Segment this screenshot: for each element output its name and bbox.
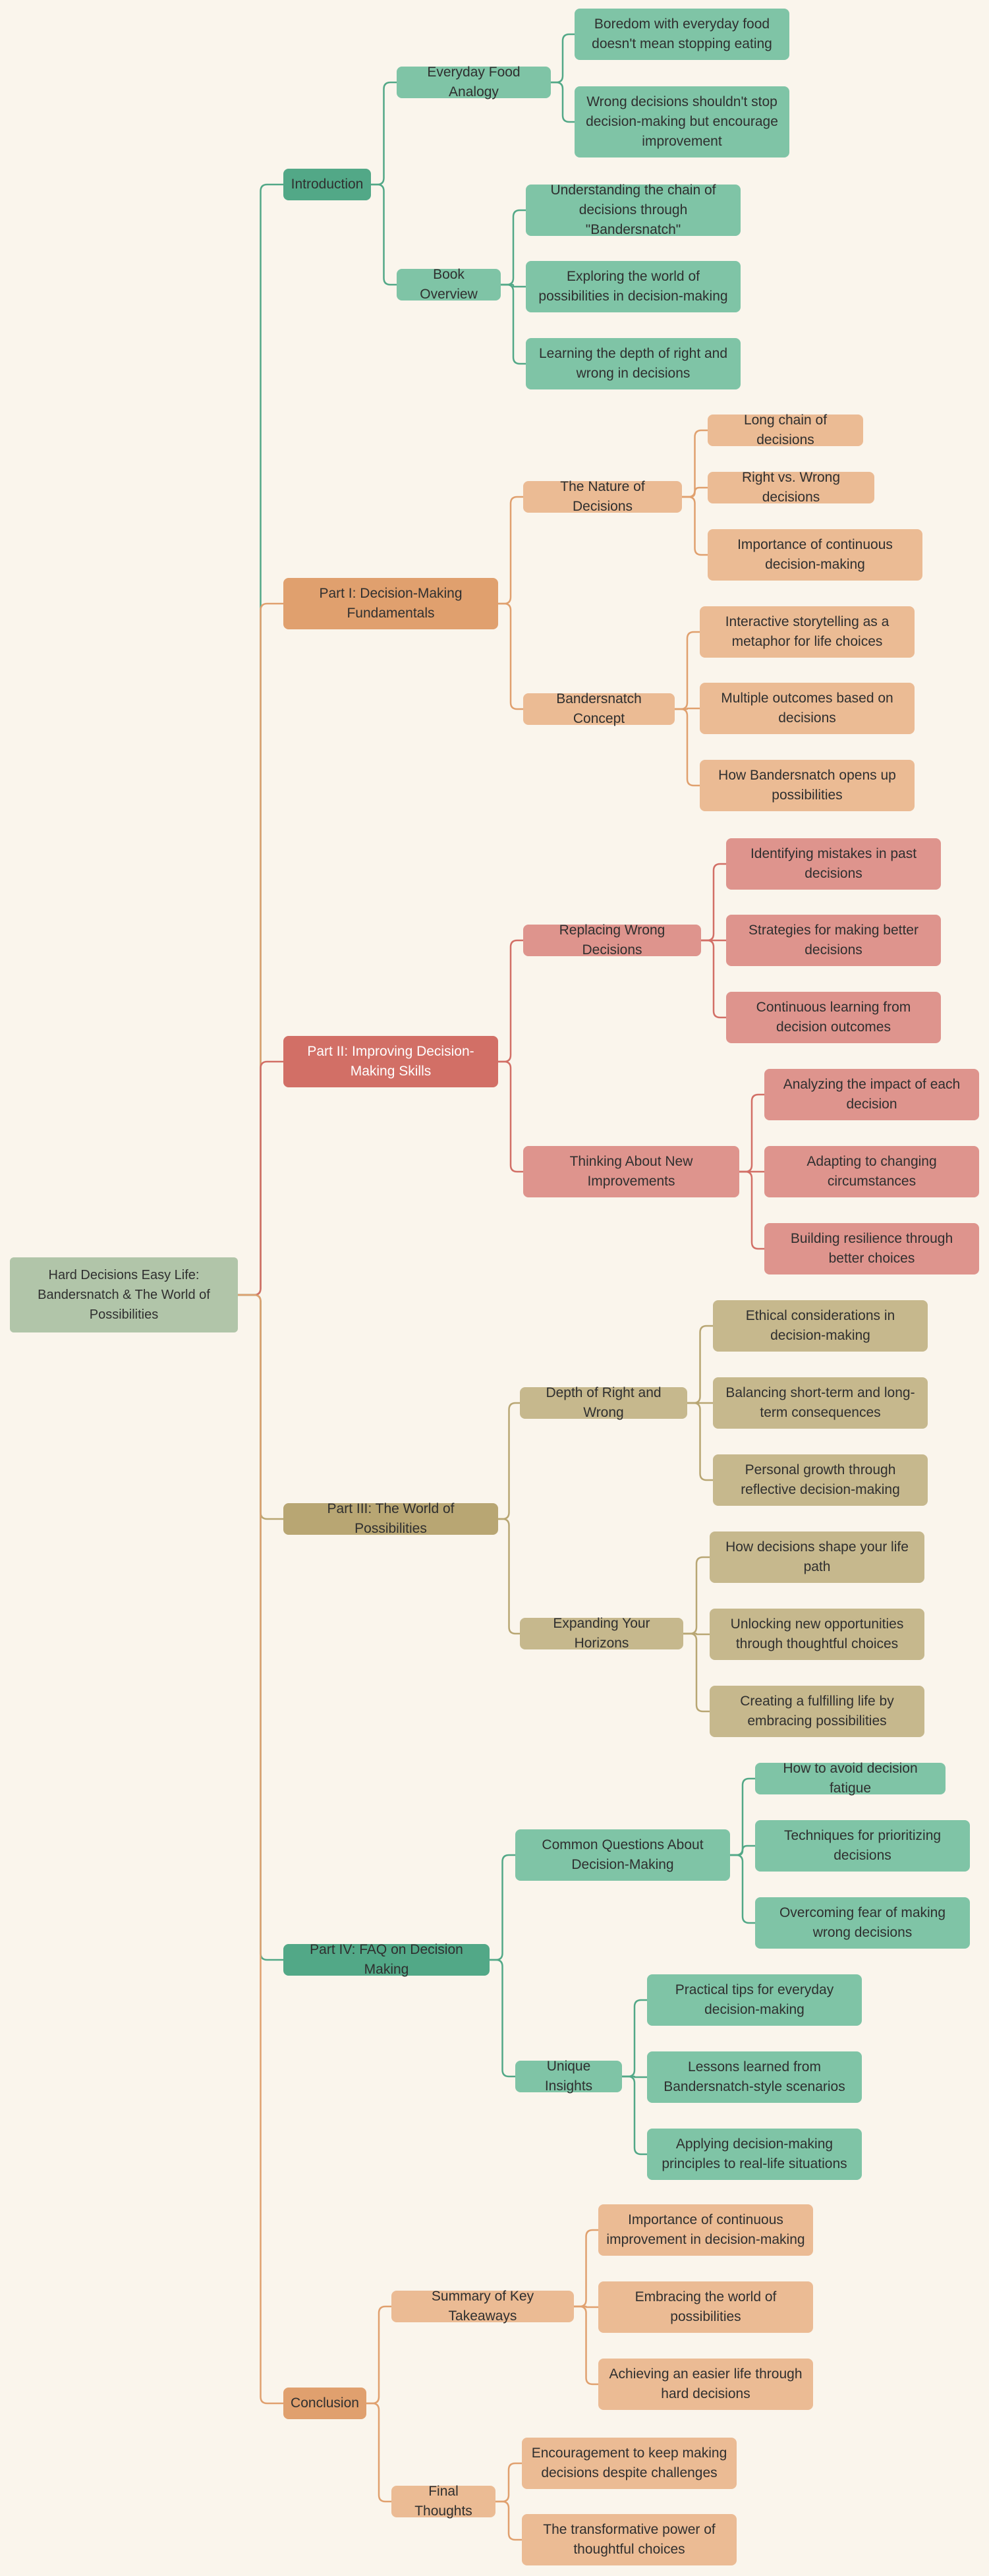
connector-sub-2-0 (498, 939, 523, 1063)
connector-leaf-1-1-1 (675, 707, 700, 710)
leaf-how-to-avoid-decision-fatigue: How to avoid decision fatigue (755, 1761, 946, 1796)
connector-leaf-1-1-2 (675, 708, 700, 787)
connector-leaf-1-1-0 (675, 631, 700, 710)
leaf-learning-the-depth-of-right-and-wrong-in-decisio: Learning the depth of right and wrong in… (526, 338, 741, 389)
connector-sub-3-1 (498, 1518, 520, 1635)
connector-sub-1-0 (498, 496, 523, 605)
connector-sub-0-1 (371, 183, 397, 286)
subtopic-summary-of-key-takeaways: Summary of Key Takeaways (391, 2289, 574, 2324)
leaf-multiple-outcomes-based-on-decisions: Multiple outcomes based on decisions (700, 683, 915, 734)
subtopic-expanding-your-horizons: Expanding Your Horizons (520, 1616, 683, 1651)
leaf-creating-a-fulfilling-life-by-embracing-possibil: Creating a fulfilling life by embracing … (710, 1686, 924, 1737)
subtopic-thinking-about-new-improvements: Thinking About New Improvements (523, 1146, 739, 1197)
leaf-how-decisions-shape-your-life-path: How decisions shape your life path (710, 1531, 924, 1583)
connector-leaf-4-1-1 (622, 2075, 647, 2078)
leaf-importance-of-continuous-decision-making: Importance of continuous decision-making (708, 529, 922, 581)
leaf-balancing-short-term-and-long-term-consequences: Balancing short-term and long-term conse… (713, 1377, 928, 1429)
connector-leaf-0-1-0 (501, 209, 526, 286)
leaf-applying-decision-making-principles-to-real-life: Applying decision-making principles to r… (647, 2129, 862, 2180)
subtopic-replacing-wrong-decisions: Replacing Wrong Decisions (523, 923, 701, 958)
leaf-achieving-an-easier-life-through-hard-decisions: Achieving an easier life through hard de… (598, 2359, 813, 2410)
connector-sub-5-1 (366, 2402, 391, 2503)
leaf-boredom-with-everyday-food-doesn-t-mean-stopping: Boredom with everyday food doesn't mean … (575, 9, 789, 60)
leaf-understanding-the-chain-of-decisions-through-ban: Understanding the chain of decisions thr… (526, 183, 741, 237)
branch-conclusion: Conclusion (283, 2388, 366, 2419)
connector-sub-3-0 (498, 1402, 520, 1520)
connector-sub-0-0 (371, 81, 397, 186)
connector-leaf-2-0-2 (701, 939, 726, 1019)
connector-sub-5-0 (366, 2305, 391, 2405)
branch-introduction: Introduction (283, 169, 371, 200)
connector-leaf-4-0-1 (730, 1845, 755, 1856)
subtopic-everyday-food-analogy: Everyday Food Analogy (397, 65, 551, 100)
connector-leaf-4-1-0 (622, 1999, 647, 2078)
leaf-strategies-for-making-better-decisions: Strategies for making better decisions (726, 915, 941, 966)
connector-leaf-5-0-0 (574, 2229, 598, 2308)
root-node: Hard Decisions Easy Life: Bandersnatch &… (10, 1257, 238, 1332)
connector-branch-2 (238, 1060, 283, 1296)
subtopic-the-nature-of-decisions: The Nature of Decisions (523, 479, 682, 514)
connector-leaf-5-1-1 (495, 2500, 522, 2541)
leaf-importance-of-continuous-improvement-in-decision: Importance of continuous improvement in … (598, 2204, 813, 2256)
leaf-practical-tips-for-everyday-decision-making: Practical tips for everyday decision-mak… (647, 1974, 862, 2026)
leaf-adapting-to-changing-circumstances: Adapting to changing circumstances (764, 1146, 979, 1197)
leaf-encouragement-to-keep-making-decisions-despite-c: Encouragement to keep making decisions d… (522, 2438, 737, 2489)
subtopic-common-questions-about-decision-making: Common Questions About Decision-Making (515, 1829, 730, 1881)
connector-leaf-3-0-0 (687, 1325, 713, 1404)
connector-leaf-5-1-0 (495, 2462, 522, 2503)
connector-leaf-1-0-2 (682, 496, 708, 556)
leaf-overcoming-fear-of-making-wrong-decisions: Overcoming fear of making wrong decision… (755, 1897, 970, 1949)
subtopic-final-thoughts: Final Thoughts (391, 2484, 495, 2519)
connector-leaf-3-1-0 (683, 1556, 710, 1635)
leaf-building-resilience-through-better-choices: Building resilience through better choic… (764, 1223, 979, 1274)
connector-leaf-2-1-2 (739, 1170, 764, 1250)
subtopic-depth-of-right-and-wrong: Depth of Right and Wrong (520, 1385, 687, 1420)
branch-part-i-decision-making-fundamentals: Part I: Decision-Making Fundamentals (283, 578, 498, 629)
subtopic-book-overview: Book Overview (397, 267, 501, 302)
connector-leaf-5-0-1 (574, 2305, 598, 2308)
connector-leaf-1-0-1 (682, 486, 708, 498)
leaf-techniques-for-prioritizing-decisions: Techniques for prioritizing decisions (755, 1820, 970, 1872)
connector-leaf-4-0-2 (730, 1854, 755, 1924)
connector-leaf-0-0-1 (551, 81, 575, 123)
connector-leaf-0-1-2 (501, 283, 526, 365)
branch-part-iii-the-world-of-possibilities: Part III: The World of Possibilities (283, 1501, 498, 1536)
connector-branch-5 (238, 1294, 283, 2405)
connector-leaf-2-1-0 (739, 1093, 764, 1173)
connector-leaf-3-1-2 (683, 1632, 710, 1713)
connector-leaf-0-1-1 (501, 283, 526, 288)
leaf-embracing-the-world-of-possibilities: Embracing the world of possibilities (598, 2281, 813, 2333)
leaf-exploring-the-world-of-possibilities-in-decision: Exploring the world of possibilities in … (526, 261, 741, 312)
connector-leaf-0-0-0 (551, 33, 575, 84)
connector-sub-1-1 (498, 602, 523, 710)
leaf-personal-growth-through-reflective-decision-maki: Personal growth through reflective decis… (713, 1454, 928, 1506)
branch-part-ii-improving-decision-making-skills: Part II: Improving Decision-Making Skill… (283, 1036, 498, 1087)
branch-part-iv-faq-on-decision-making: Part IV: FAQ on Decision Making (283, 1942, 490, 1977)
leaf-unlocking-new-opportunities-through-thoughtful-c: Unlocking new opportunities through thou… (710, 1609, 924, 1660)
connector-leaf-5-0-2 (574, 2305, 598, 2386)
subtopic-unique-insights: Unique Insights (515, 2059, 622, 2094)
leaf-analyzing-the-impact-of-each-decision: Analyzing the impact of each decision (764, 1069, 979, 1120)
connector-leaf-4-0-0 (730, 1777, 755, 1856)
leaf-right-vs-wrong-decisions: Right vs. Wrong decisions (708, 470, 874, 505)
connector-leaf-4-1-2 (622, 2075, 647, 2156)
subtopic-bandersnatch-concept: Bandersnatch Concept (523, 691, 675, 726)
leaf-identifying-mistakes-in-past-decisions: Identifying mistakes in past decisions (726, 838, 941, 890)
leaf-the-transformative-power-of-thoughtful-choices: The transformative power of thoughtful c… (522, 2514, 737, 2565)
connector-leaf-2-0-0 (701, 863, 726, 942)
connector-leaf-3-0-2 (687, 1402, 713, 1481)
leaf-ethical-considerations-in-decision-making: Ethical considerations in decision-makin… (713, 1300, 928, 1352)
leaf-wrong-decisions-shouldn-t-stop-decision-making-b: Wrong decisions shouldn't stop decision-… (575, 86, 789, 157)
leaf-continuous-learning-from-decision-outcomes: Continuous learning from decision outcom… (726, 992, 941, 1043)
leaf-long-chain-of-decisions: Long chain of decisions (708, 413, 863, 447)
connector-sub-4-0 (490, 1854, 515, 1961)
connector-sub-4-1 (490, 1959, 515, 2078)
leaf-lessons-learned-from-bandersnatch-style-scenario: Lessons learned from Bandersnatch-style … (647, 2051, 862, 2103)
leaf-interactive-storytelling-as-a-metaphor-for-life-: Interactive storytelling as a metaphor f… (700, 606, 915, 658)
leaf-how-bandersnatch-opens-up-possibilities: How Bandersnatch opens up possibilities (700, 760, 915, 811)
connector-sub-2-1 (498, 1060, 523, 1173)
